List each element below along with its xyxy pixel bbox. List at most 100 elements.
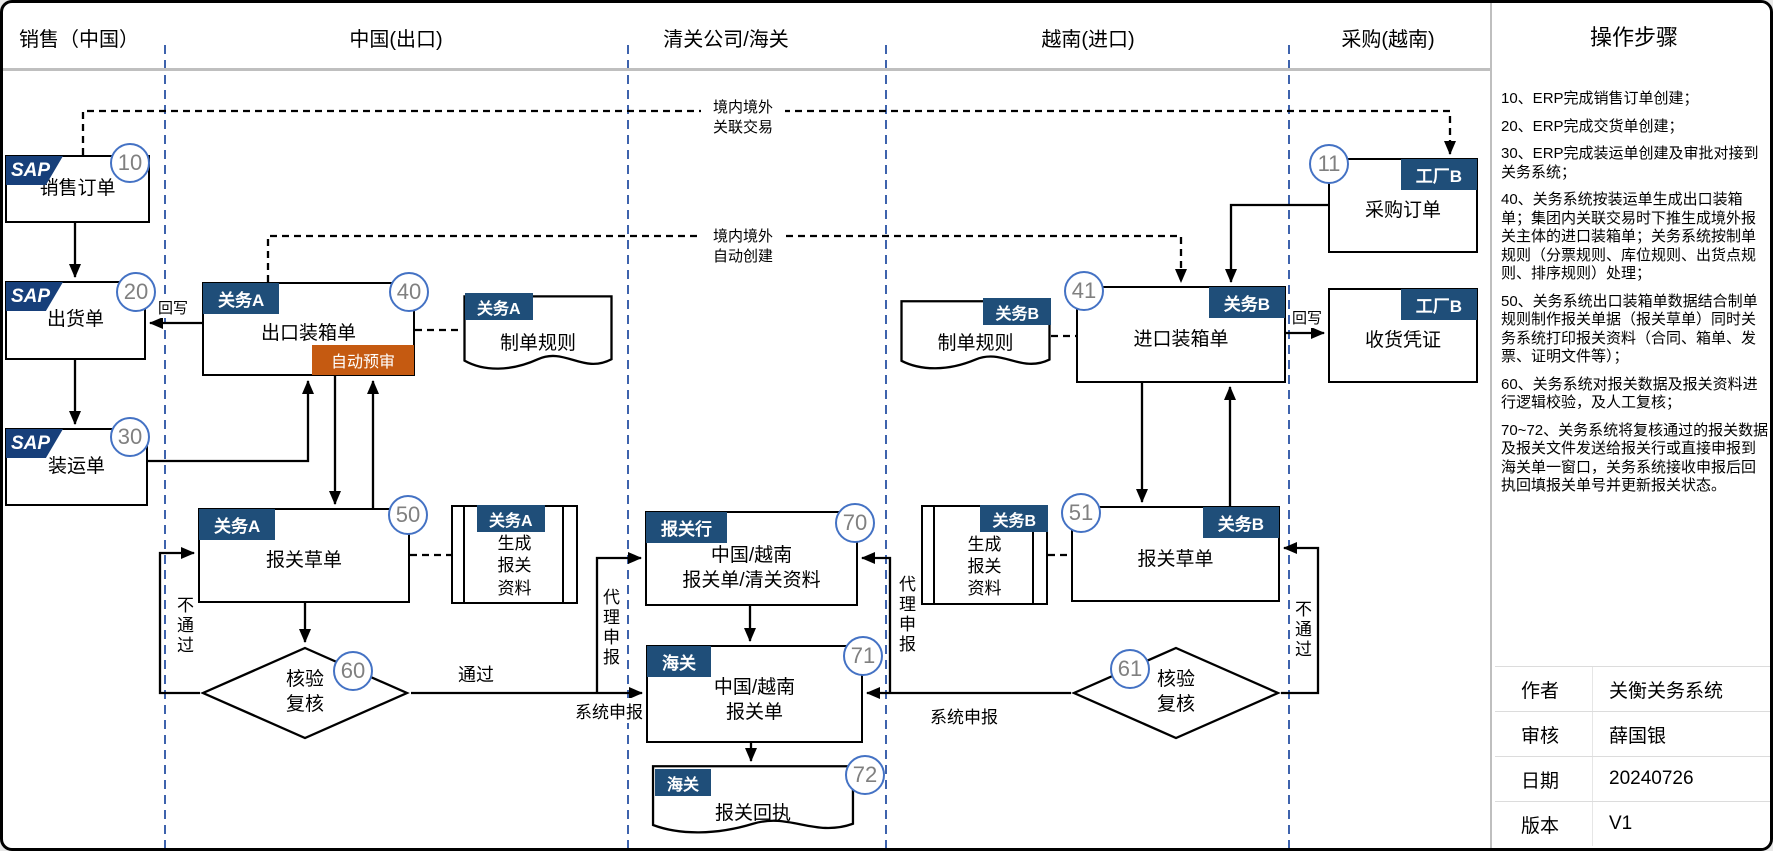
step-circle-70: 70 (835, 503, 875, 543)
owner-badge: 海关 (655, 769, 712, 796)
step-circle-10: 10 (110, 143, 150, 183)
node-import-packing-list: 关务B 进口装箱单 (1076, 286, 1286, 383)
step-circle-30: 30 (110, 417, 150, 457)
meta-label: 日期 (1495, 757, 1593, 801)
step-item-20: 20、ERP完成交货单创建； (1501, 117, 1684, 135)
step-item-10: 10、ERP完成销售订单创建； (1501, 90, 1699, 107)
edge-crossborder-related (81, 109, 1456, 155)
node-generate-customs-docs-b: 关务B 生成 报关 资料 (921, 505, 1048, 605)
meta-value: 关衡关务系统 (1609, 680, 1724, 702)
dashed-connectors (81, 109, 1456, 557)
node-purchase-order: 工厂B 采购订单 (1328, 158, 1478, 253)
edge-fail-loop-b (1281, 542, 1320, 695)
node-label: 生成 报关 资料 (497, 534, 532, 598)
node-doc-rule-b: 关务B 制单规则 (900, 298, 1051, 376)
edge-label-pass: 通过 (458, 665, 494, 685)
meta-label: 审核 (1495, 712, 1593, 756)
step-circle-72: 72 (845, 755, 885, 795)
edge-purchaseorder-to-importpacking (1225, 203, 1328, 283)
node-declaration-receipt: 海关 报关回执 (651, 765, 855, 840)
node-label: 装运单 (47, 455, 105, 477)
node-export-packing-list: 关务A 出口装箱单 自动预审 (202, 282, 415, 376)
meta-row-version: 版本 V1 (1495, 801, 1770, 846)
node-label: 进口装箱单 (1133, 329, 1229, 351)
node-label: 出货单 (46, 309, 104, 331)
owner-badge: 关务A (477, 505, 545, 532)
node-generate-customs-docs-a: 关务A 生成 报关 资料 (451, 505, 578, 604)
node-verify-review-b: 核验 复核 (1071, 645, 1281, 741)
edge-label-writeback-b: 回写 (1290, 307, 1325, 328)
node-verify-review-a: 核验 复核 (200, 645, 410, 741)
meta-label: 版本 (1495, 802, 1593, 846)
step-circle-20: 20 (116, 272, 156, 312)
meta-row-date: 日期 20240726 (1495, 756, 1770, 801)
node-label: 制单规则 (499, 333, 576, 355)
node-label: 出口装箱单 (260, 322, 356, 344)
meta-value: 20240726 (1609, 768, 1694, 789)
operation-steps-panel: 操作步骤 10、ERP完成销售订单创建； 20、ERP完成交货单创建； 30、E… (1490, 3, 1770, 848)
edge-label-agent-declare-a: 代理申报 (600, 588, 619, 668)
node-goods-receipt: 工厂B 收货凭证 (1328, 288, 1478, 383)
step-circle-61: 61 (1110, 649, 1150, 689)
node-label: 收货凭证 (1364, 330, 1441, 352)
node-customs-declaration: 海关 中国/越南 报关单 (646, 645, 863, 743)
node-label: 报关回执 (714, 802, 791, 824)
node-label: 核验 复核 (1156, 669, 1195, 715)
steps-list: 10、ERP完成销售订单创建； 20、ERP完成交货单创建； 30、ERP完成装… (1501, 90, 1769, 505)
edge-label-fail-a: 不通过 (174, 596, 193, 656)
node-declaration-draft-a: 关务A 报关草单 (198, 508, 410, 603)
meta-table: 作者 关衡关务系统 审核 薛国银 日期 20240726 版本 V1 (1495, 666, 1770, 846)
owner-badge: 关务A (203, 283, 280, 314)
step-item-60: 60、关务系统对报关数据及报关资料进行逻辑校验，及人工复核； (1501, 375, 1758, 412)
node-label: 报关草单 (265, 550, 342, 572)
step-circle-51: 51 (1061, 493, 1101, 533)
owner-badge: 关务B (983, 298, 1051, 325)
meta-row-reviewer: 审核 薛国银 (1495, 711, 1770, 756)
meta-value: V1 (1609, 813, 1633, 834)
owner-badge: 关务A (199, 509, 276, 540)
connector-lines (69, 45, 1456, 848)
step-circle-11: 11 (1309, 144, 1349, 184)
step-circle-60: 60 (333, 651, 373, 691)
step-item-40: 40、关务系统按装运单生成出口装箱单；集团内关联交易时下推生成境外报关主体的进口… (1501, 191, 1757, 282)
edge-label-crossborder-auto: 境内境外 自动创建 (701, 227, 785, 266)
edge-shipment-to-exportpacking (148, 380, 314, 463)
owner-badge: 工厂B (1400, 289, 1477, 320)
owner-badge: 关务B (1202, 507, 1279, 538)
owner-badge: 关务A (465, 293, 533, 320)
step-circle-40: 40 (389, 272, 429, 312)
lane-header-customs-broker: 清关公司/海关 (663, 29, 789, 51)
node-label: 生成 报关 资料 (967, 534, 1002, 599)
node-label: 制单规则 (937, 333, 1014, 355)
edge-fail-loop-a (158, 547, 200, 695)
edge-label-fail-b: 不通过 (1291, 600, 1312, 660)
node-label: 中国/越南 报关单/清关资料 (682, 544, 821, 591)
owner-badge: 海关 (647, 646, 711, 677)
step-item-70-72: 70~72、关务系统将复核通过的报关数据及报关文件发送给报关行或直接申报到海关单… (1501, 421, 1769, 495)
lane-header-vietnam-import: 越南(进口) (1041, 29, 1135, 51)
node-declaration-draft-b: 关务B 报关草单 (1071, 506, 1280, 602)
node-sales-order: SAP 销售订单 (5, 155, 150, 223)
node-label: 中国/越南 报关单 (713, 677, 796, 723)
owner-badge: 报关行 (646, 512, 727, 543)
edge-agent-declare-a (595, 552, 642, 693)
step-circle-71: 71 (843, 636, 883, 676)
step-item-50: 50、关务系统出口装箱单数据结合制单规则制作报关单据（报关草单）同时关务系统打印… (1501, 292, 1758, 366)
edge-label-agent-declare-b: 代理申报 (896, 575, 915, 655)
lane-header-purchase-vietnam: 采购(越南) (1341, 29, 1435, 51)
meta-label: 作者 (1495, 667, 1593, 711)
owner-badge: 关务B (980, 505, 1048, 532)
edge-label-crossborder-related: 境内境外 关联交易 (701, 98, 785, 137)
step-item-30: 30、ERP完成装运单创建及审批对接到关务系统； (1501, 145, 1759, 181)
node-broker-declaration: 报关行 中国/越南 报关单/清关资料 (645, 511, 858, 606)
lane-header-sales-china: 销售（中国） (19, 29, 139, 51)
edge-label-writeback-a: 回写 (156, 297, 191, 318)
node-label: 销售订单 (39, 177, 116, 199)
meta-row-author: 作者 关衡关务系统 (1495, 666, 1770, 711)
node-label: 核验 复核 (285, 669, 324, 715)
edge-label-system-declare-b: 系统申报 (928, 703, 1000, 728)
node-doc-rule-a: 关务A 制单规则 (463, 293, 613, 377)
auto-precheck-tag: 自动预审 (312, 345, 414, 375)
panel-title: 操作步骤 (1589, 25, 1678, 50)
